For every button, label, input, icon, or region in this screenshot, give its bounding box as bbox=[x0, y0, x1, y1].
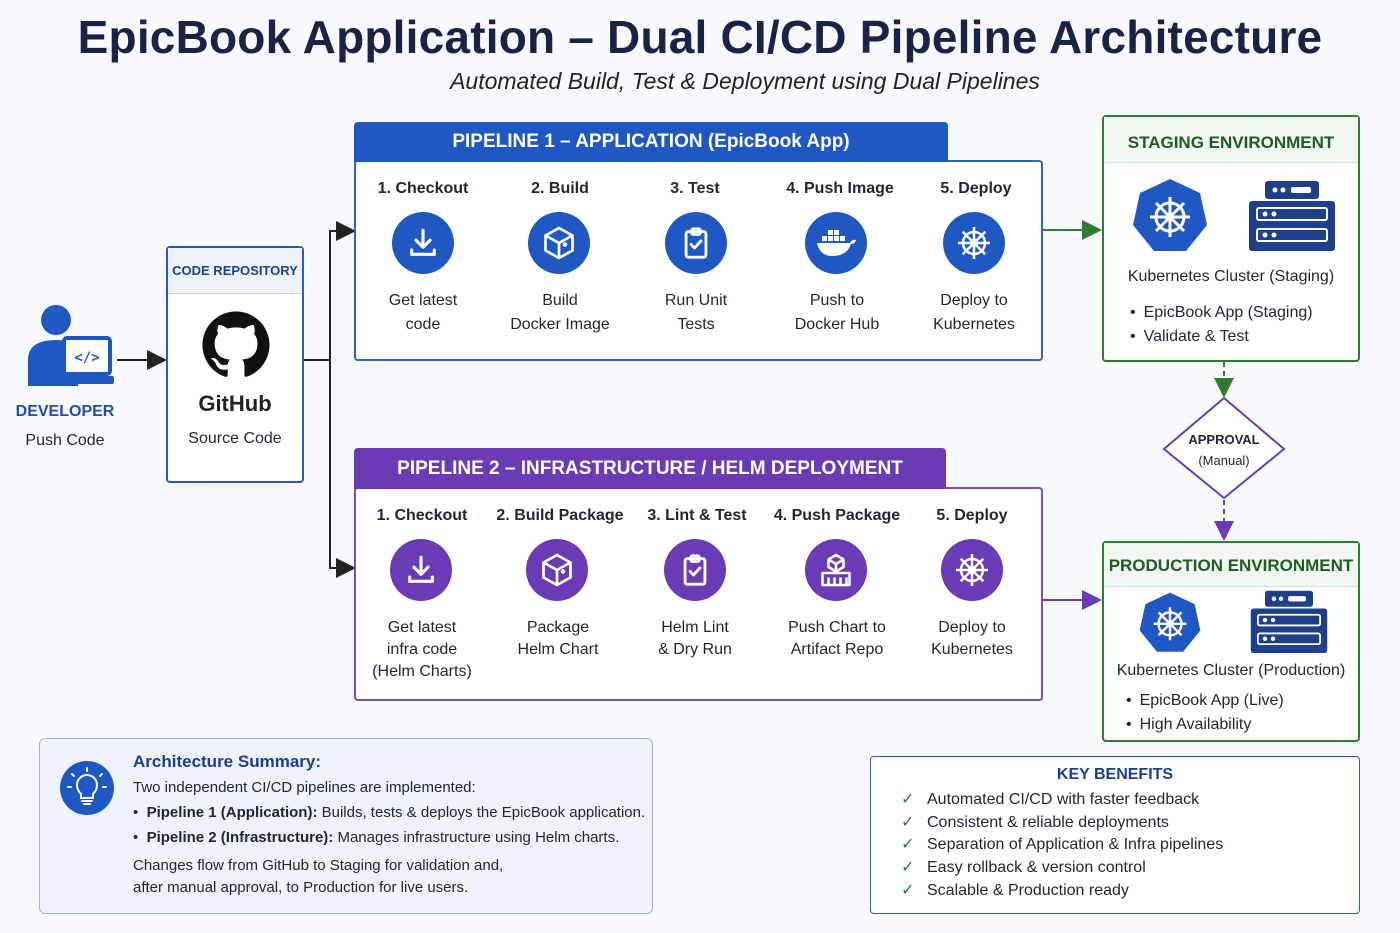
artifact-icon bbox=[805, 539, 867, 601]
p1-step-1-title: 1. Checkout bbox=[377, 180, 469, 197]
kubernetes-icon bbox=[1139, 592, 1201, 652]
arrow-repo-p2 bbox=[329, 360, 356, 578]
benefits-list: ✓Automated CI/CD with faster feedback ✓C… bbox=[901, 789, 1223, 903]
summary-intro: Two independent CI/CD pipelines are impl… bbox=[133, 779, 476, 796]
check-icon: ✓ bbox=[901, 859, 915, 877]
staging-environment-box: STAGING ENVIRONMENT Kubernetes Cluster (… bbox=[1102, 115, 1360, 362]
svg-text:</>: </> bbox=[74, 350, 99, 366]
list-item: ✓Scalable & Production ready bbox=[901, 880, 1223, 903]
staging-cluster: Kubernetes Cluster (Staging) bbox=[1127, 268, 1335, 285]
approval-sub: (Manual) bbox=[1198, 453, 1250, 468]
list-item: EpicBook App (Staging) bbox=[1130, 301, 1313, 325]
summary-flow-1: Changes flow from GitHub to Staging for … bbox=[133, 857, 504, 874]
list-item: ✓Easy rollback & version control bbox=[901, 857, 1223, 880]
helm-wheel-icon bbox=[943, 212, 1005, 274]
page-subtitle: Automated Build, Test & Deployment using… bbox=[450, 68, 1040, 94]
server-rack-icon bbox=[1250, 590, 1328, 653]
list-item: ✓Automated CI/CD with faster feedback bbox=[901, 789, 1223, 812]
clipboard-check-icon bbox=[664, 539, 726, 601]
architecture-summary-box: Architecture Summary: Two independent CI… bbox=[39, 738, 653, 914]
download-icon bbox=[392, 212, 454, 274]
staging-items: EpicBook App (Staging) Validate & Test bbox=[1130, 301, 1313, 349]
p1-step-3-title: 3. Test bbox=[670, 180, 720, 197]
summary-pipeline-2: • Pipeline 2 (Infrastructure): Manages i… bbox=[133, 829, 620, 846]
check-icon: ✓ bbox=[901, 791, 915, 808]
p2-step-3-desc: Helm Lint& Dry Run bbox=[658, 619, 732, 658]
production-environment-box: PRODUCTION ENVIRONMENT Kubernetes Cluste… bbox=[1102, 541, 1360, 742]
kubernetes-icon bbox=[1133, 179, 1207, 251]
p1-step-2-title: 2. Build bbox=[531, 180, 589, 197]
production-cluster: Kubernetes Cluster (Production) bbox=[1116, 662, 1346, 679]
check-icon: ✓ bbox=[901, 836, 915, 854]
lightbulb-icon bbox=[60, 761, 114, 815]
pipeline-1-title: PIPELINE 1 – APPLICATION (EpicBook App) bbox=[354, 122, 948, 162]
github-icon bbox=[202, 311, 270, 377]
p1-step-5-title: 5. Deploy bbox=[940, 180, 1012, 197]
production-items: EpicBook App (Live) High Availability bbox=[1126, 689, 1284, 737]
repository-name: GitHub bbox=[198, 391, 272, 416]
p2-step-3-title: 3. Lint & Test bbox=[647, 507, 747, 524]
p2-step-2-title: 2. Build Package bbox=[496, 507, 624, 524]
developer-label: DEVELOPER bbox=[15, 403, 115, 420]
list-item: ✓Separation of Application & Infra pipel… bbox=[901, 834, 1223, 857]
list-item: ✓Consistent & reliable deployments bbox=[901, 812, 1223, 835]
developer-action: Push Code bbox=[25, 432, 105, 449]
server-rack-icon bbox=[1249, 181, 1335, 251]
clipboard-check-icon bbox=[665, 212, 727, 274]
staging-header: STAGING ENVIRONMENT bbox=[1127, 133, 1335, 152]
pipeline-2-title: PIPELINE 2 – INFRASTRUCTURE / HELM DEPLO… bbox=[354, 448, 946, 489]
arrow-repo-p1 bbox=[304, 221, 356, 361]
p1-step-4-title: 4. Push Image bbox=[786, 180, 894, 197]
approval-label: APPROVAL bbox=[1188, 432, 1260, 447]
repository-header: CODE REPOSITORY bbox=[168, 248, 302, 294]
download-icon bbox=[390, 539, 452, 601]
key-benefits-box: KEY BENEFITS ✓Automated CI/CD with faste… bbox=[870, 756, 1360, 914]
benefits-title: KEY BENEFITS bbox=[1056, 766, 1174, 783]
production-header: PRODUCTION ENVIRONMENT bbox=[1108, 556, 1354, 575]
helm-wheel-icon bbox=[941, 539, 1003, 601]
list-item: EpicBook App (Live) bbox=[1126, 689, 1284, 713]
list-item: High Availability bbox=[1126, 713, 1284, 737]
package-icon bbox=[526, 539, 588, 601]
p2-step-5-title: 5. Deploy bbox=[936, 507, 1008, 524]
package-icon bbox=[528, 212, 590, 274]
check-icon: ✓ bbox=[901, 881, 915, 899]
list-item: Validate & Test bbox=[1130, 325, 1313, 349]
repository-sub: Source Code bbox=[188, 430, 282, 447]
summary-flow-2: after manual approval, to Production for… bbox=[133, 879, 469, 896]
approval-diamond bbox=[1162, 396, 1286, 500]
code-repository-box: CODE REPOSITORY GitHub Source Code bbox=[166, 246, 304, 483]
check-icon: ✓ bbox=[901, 813, 915, 831]
summary-title: Architecture Summary: bbox=[133, 752, 322, 771]
p2-step-4-title: 4. Push Package bbox=[773, 507, 901, 524]
page-title: EpicBook Application – Dual CI/CD Pipeli… bbox=[77, 11, 1323, 63]
docker-icon bbox=[805, 212, 867, 274]
developer-icon: </> bbox=[28, 305, 114, 386]
p2-step-1-title: 1. Checkout bbox=[376, 507, 468, 524]
summary-pipeline-1: • Pipeline 1 (Application): Builds, test… bbox=[133, 804, 646, 821]
